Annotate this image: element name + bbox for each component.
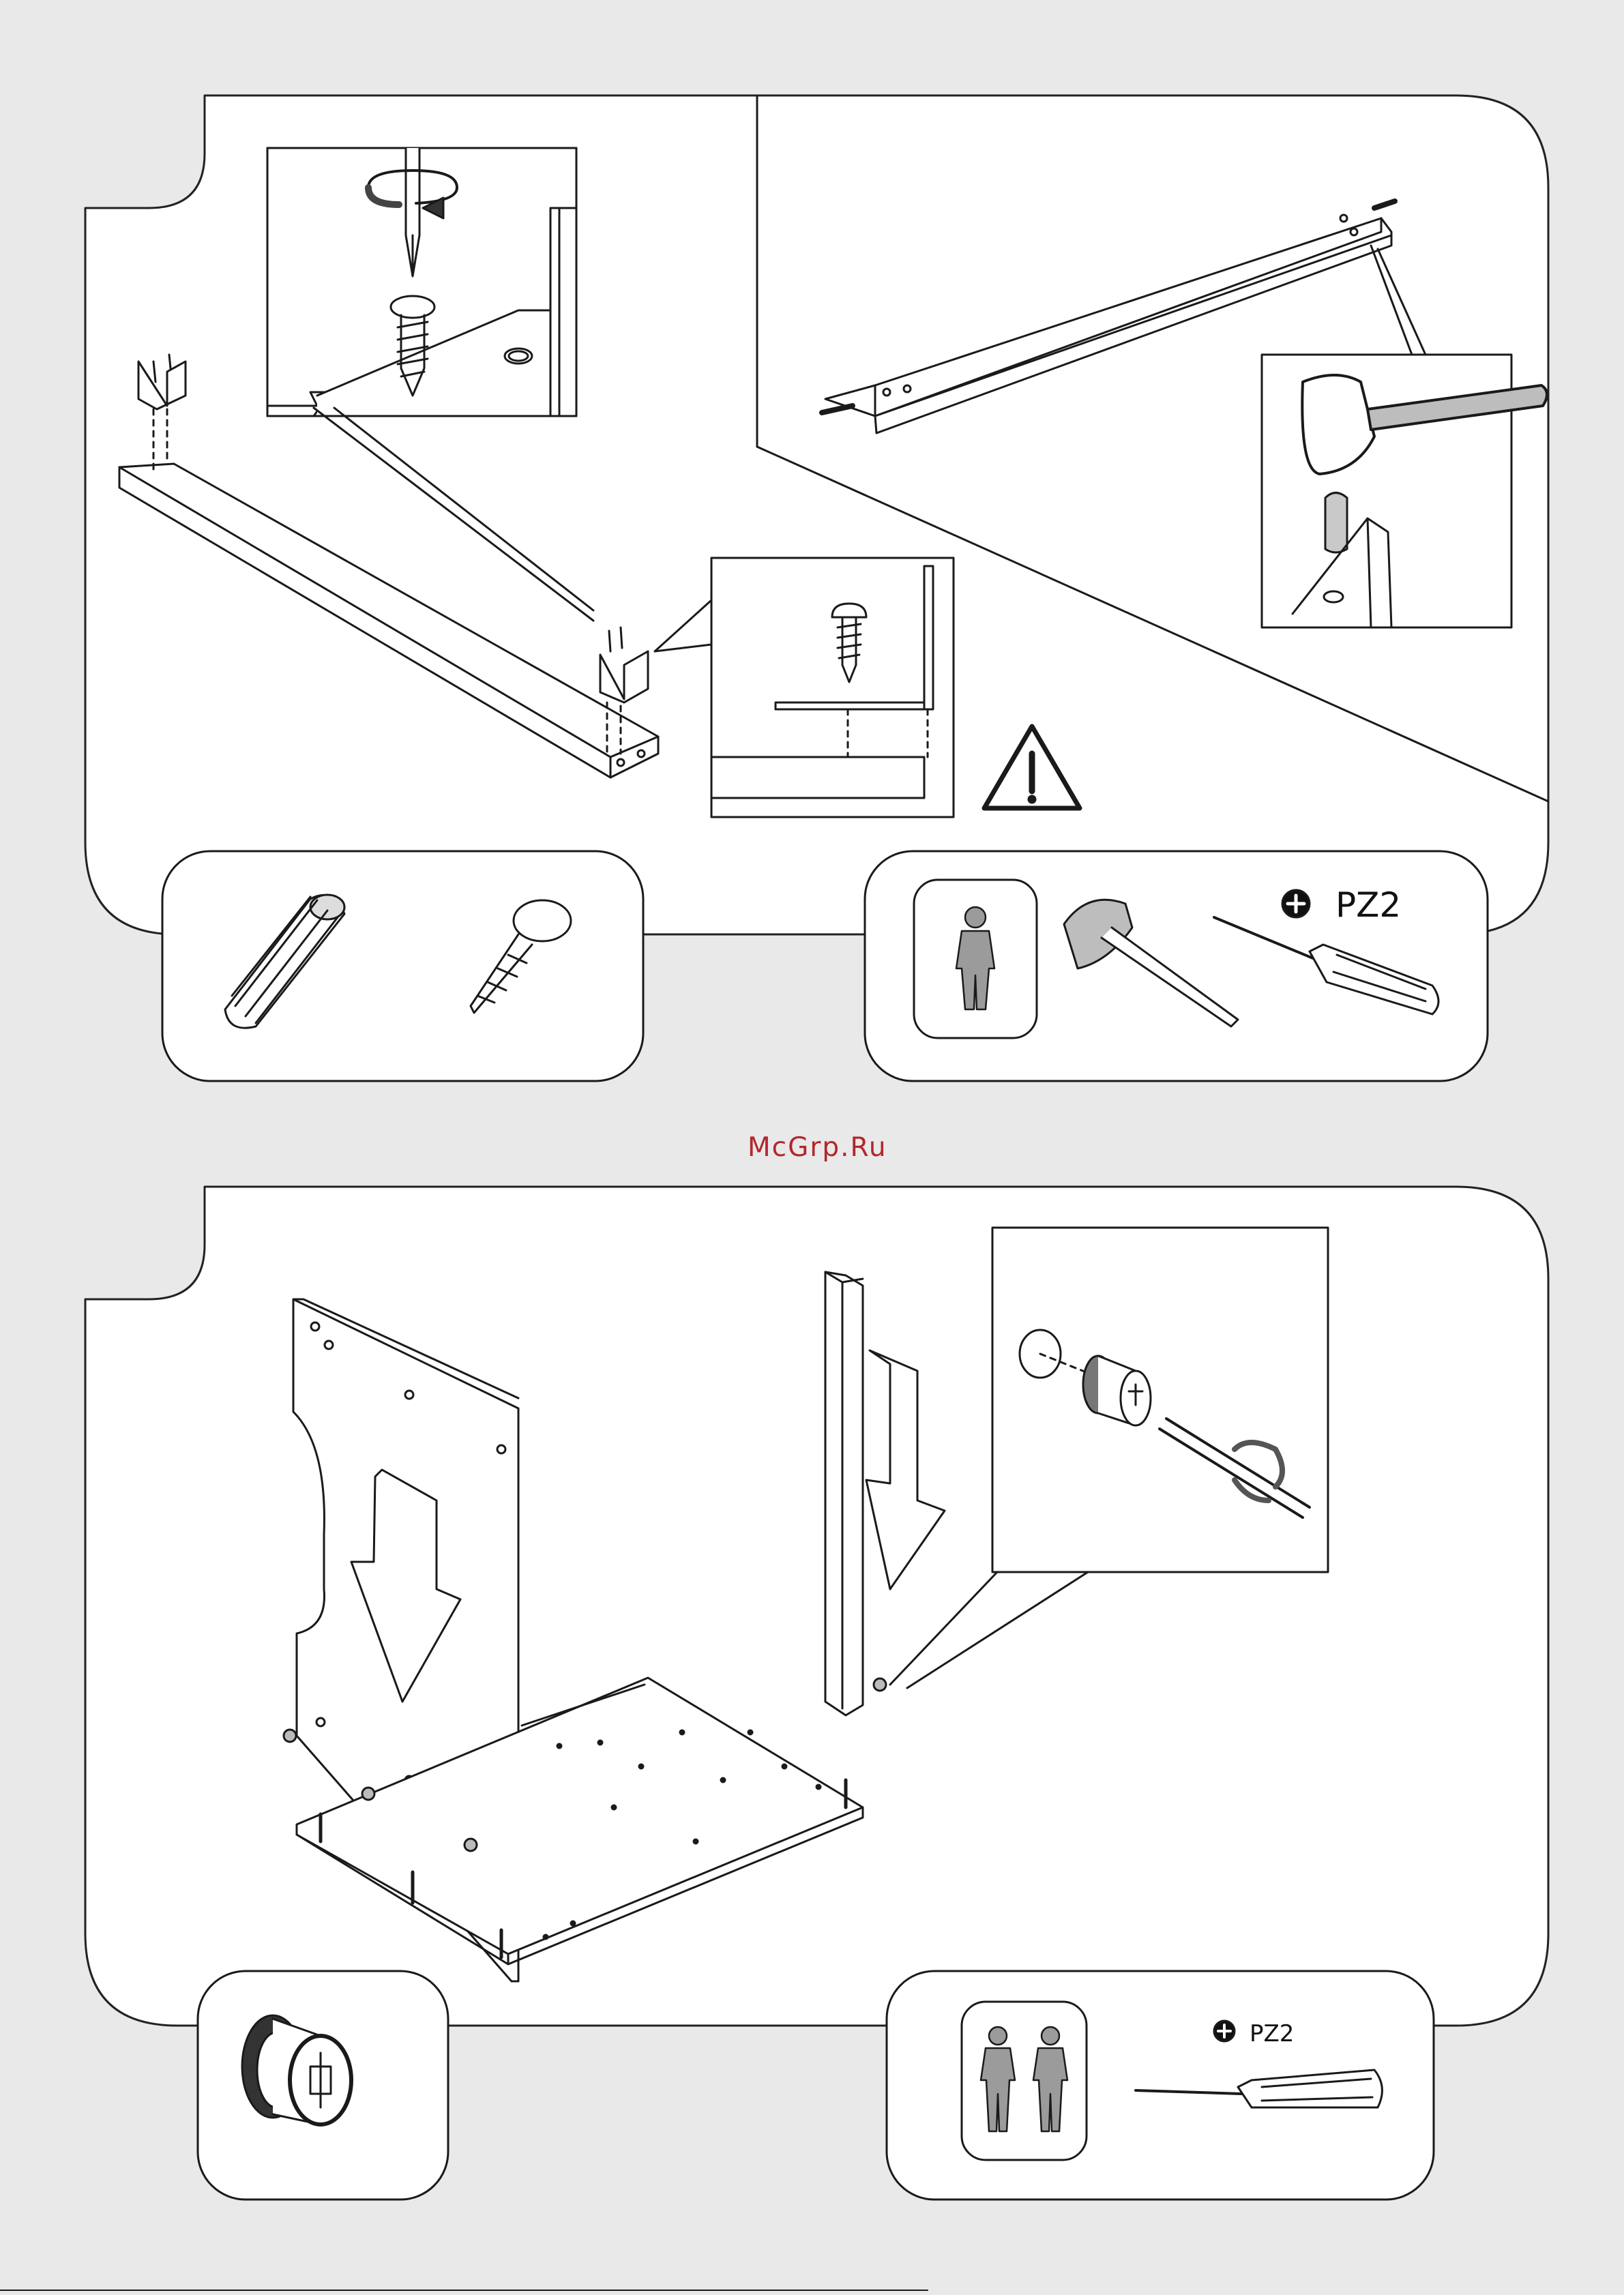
fittings-box-step1 (162, 851, 643, 1081)
dowel-icon (1325, 493, 1347, 553)
phillips-head-icon (1282, 890, 1310, 917)
tools-box-step2 (887, 1971, 1434, 2200)
screwdriver-zoom-inset (267, 148, 576, 416)
pz2-label-step2: PZ2 (1250, 2020, 1294, 2047)
pz2-label-step1: PZ2 (1335, 885, 1401, 925)
watermark: McGrp.Ru (748, 1132, 887, 1163)
phillips-head-icon (1214, 2021, 1235, 2041)
fittings-box-step2 (198, 1971, 448, 2200)
